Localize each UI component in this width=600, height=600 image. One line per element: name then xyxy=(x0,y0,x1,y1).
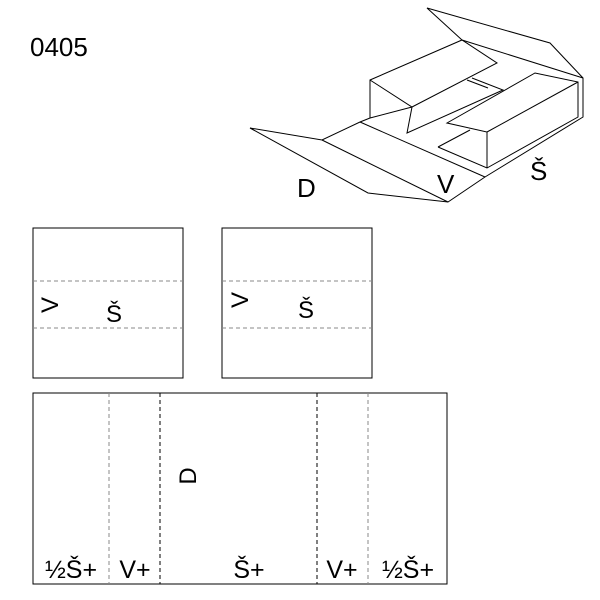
box-length-label: D xyxy=(297,173,316,203)
blank-layout: D ½Š+ V+ Š+ V+ ½Š+ xyxy=(32,392,448,585)
blank-length-label: D xyxy=(175,467,202,484)
segment-half-width-left: ½Š+ xyxy=(45,555,97,584)
style-code: 0405 xyxy=(30,32,88,62)
segment-half-width-right: ½Š+ xyxy=(382,555,434,584)
lid-panel-left: V Š xyxy=(32,227,184,379)
segment-width: Š+ xyxy=(233,555,264,584)
lid-left-height-label: V xyxy=(37,297,64,313)
segment-height-right: V+ xyxy=(326,556,357,584)
segment-height-left: V+ xyxy=(119,556,150,584)
lid-left-width-label: Š xyxy=(106,300,122,328)
box-height-label: V xyxy=(437,169,455,199)
lid-panel-right: V Š xyxy=(221,227,373,379)
box-width-label: Š xyxy=(530,156,547,186)
lid-right-height-label: V xyxy=(227,292,254,308)
lid-right-width-label: Š xyxy=(298,296,314,324)
box-3d-illustration xyxy=(249,7,584,203)
